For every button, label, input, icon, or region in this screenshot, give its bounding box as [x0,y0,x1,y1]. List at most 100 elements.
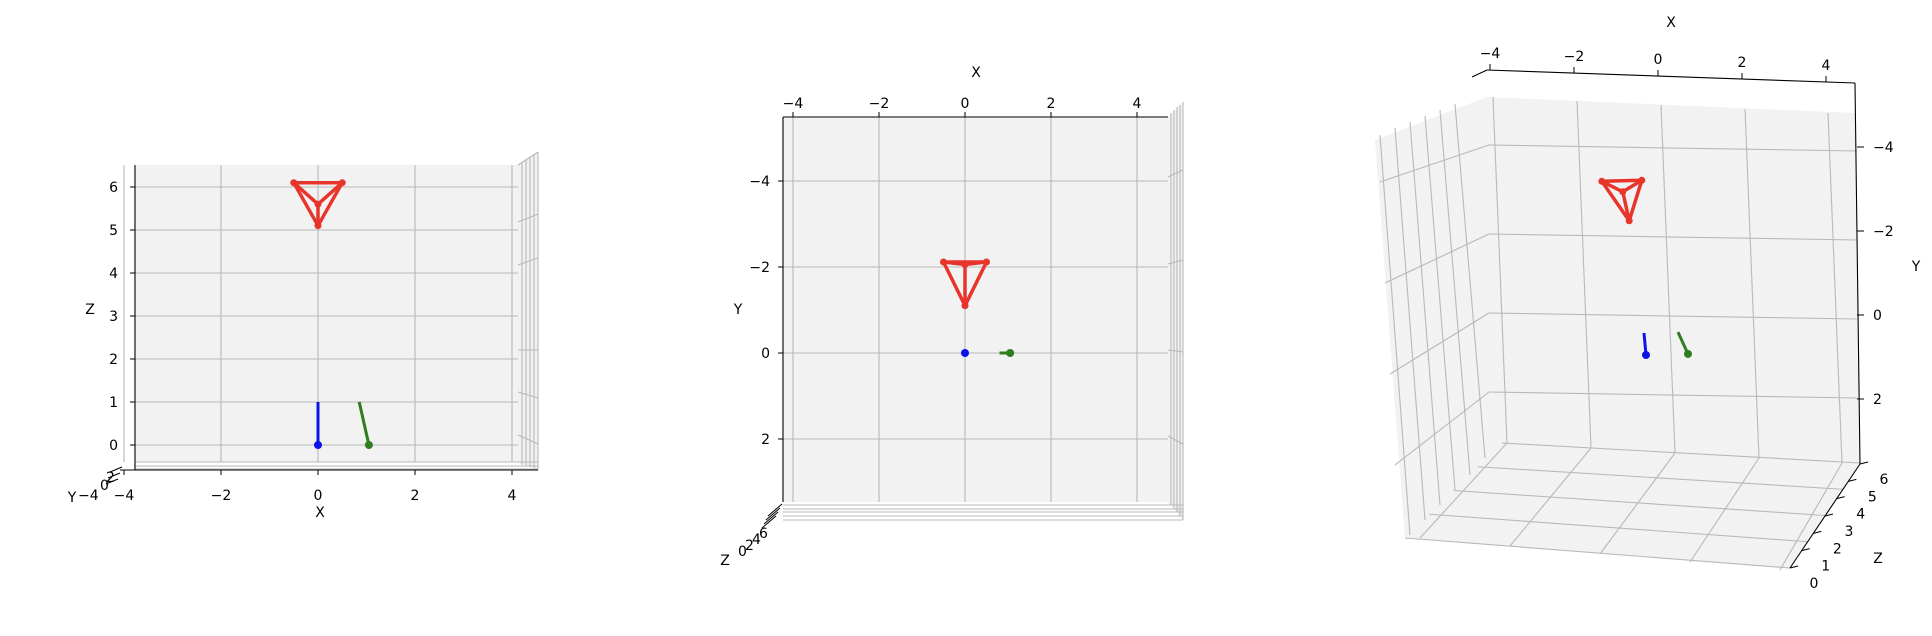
z-tick-label: 1 [1821,559,1830,575]
z-axis-label: Z [85,302,95,318]
x-tick-label: −2 [869,96,890,112]
z-tick-label: 2 [1833,541,1842,557]
z-gridline [1424,115,1456,491]
pane-back [135,165,518,462]
tetrahedron-vertex [940,258,947,266]
z-tick [1813,530,1822,534]
x-tick-label: −4 [114,488,135,504]
y-gridline [1488,144,1858,152]
x-tick-label: −4 [783,96,804,112]
z-tick-label: 1 [109,395,118,411]
x-gridline [1689,457,1760,563]
tetrahedron-vertex [1619,188,1627,196]
z-tick-label: 5 [1868,489,1877,505]
y-gridline [1488,391,1858,399]
stick-base-point [364,441,373,449]
z-gridline [1439,109,1471,476]
x-axis-label: X [971,65,981,81]
plot-data [290,179,373,449]
x-gridline [1744,108,1760,459]
z-tick [1824,513,1834,517]
tetrahedron-vertex [961,302,969,310]
z-tick [1859,461,1869,465]
z-gridline [1404,537,1791,569]
tetrahedron-edge [292,180,320,228]
tetrahedron-edge [1627,178,1644,223]
z-axis-label: Z [720,553,730,569]
x-gridline [1576,100,1592,449]
tetrahedron-vertex [314,200,322,208]
x-tick-label: 4 [1822,58,1831,74]
y-tick-overlap: 2 [106,470,115,486]
z-tick [1789,565,1799,569]
x-gridline [1827,112,1843,464]
x-gridline [1492,96,1508,444]
x-tick-label: −2 [211,488,232,504]
x-gridline [1599,452,1676,555]
tetrahedron-edge [292,180,320,206]
y-gridline [1488,312,1858,320]
tetrahedron-edge [941,260,967,267]
tetrahedron-vertex [1625,217,1633,225]
tetrahedron-vertex [961,261,969,268]
z-gridline [1409,121,1441,506]
x-tick-label: 2 [411,488,420,504]
y-tick-label: −2 [1873,224,1894,240]
depth-lines [135,151,539,470]
z-tick-overlap: 0 [738,544,747,560]
y-tick-label: 0 [1873,308,1882,324]
tetrahedron-vertex [338,179,346,187]
z-tick [1801,548,1810,552]
tetrahedron-vertex [1638,176,1646,184]
z-tick-label: 4 [109,266,118,282]
x-tick-label: 2 [1738,55,1747,71]
tetrahedron-edge [1600,179,1625,194]
y-tick-overlap: 0 [100,478,109,494]
x-axis-label: X [1666,15,1676,31]
tetrahedron-vertex [314,222,322,230]
z-gridline [1477,466,1843,490]
tetrahedron-edge [1621,190,1631,223]
z-tick-label: 4 [1856,507,1865,523]
z-tick-label: 6 [109,180,118,196]
y-tick-label: 2 [1873,392,1882,408]
tetrahedron-edge [1600,178,1644,184]
stick-base-point [314,441,322,449]
x-tick-label: 2 [1047,96,1056,112]
z-axis-label: Z [1873,551,1883,567]
y-tick-label: 0 [761,346,770,362]
tetrahedron-vertex [290,179,298,187]
pane-left [1375,97,1502,538]
x-tick-label: −2 [1564,49,1585,65]
z-tick-label: 3 [1845,524,1854,540]
stick-base-point [1642,351,1650,359]
grid-lines [783,117,1168,502]
y-tick-label: −4 [1873,140,1894,156]
x-gridline [1419,442,1508,539]
x-tick-label: 0 [961,96,970,112]
y-gridline [1379,144,1490,183]
y-tick-label: −2 [749,260,770,276]
tetrahedron-edge [1621,178,1644,194]
stick-base-point [961,349,969,357]
y-axis-label: Y [1911,259,1921,275]
z-tick-label: 5 [109,223,118,239]
y-gridline [1389,312,1490,375]
z-gridline [1379,134,1411,536]
z-gridline [1453,489,1826,517]
pane-back [783,117,1168,502]
depth-lines [783,102,1184,521]
grid-lines [123,165,518,462]
stick-line [357,401,371,446]
tetrahedron-vertex [983,258,990,266]
z-tick [1848,478,1857,482]
y-gridline [1384,233,1490,284]
z-tick-label: 0 [1810,576,1819,592]
grid-lines [1379,96,1861,571]
y-axis-label: Y [733,302,743,318]
